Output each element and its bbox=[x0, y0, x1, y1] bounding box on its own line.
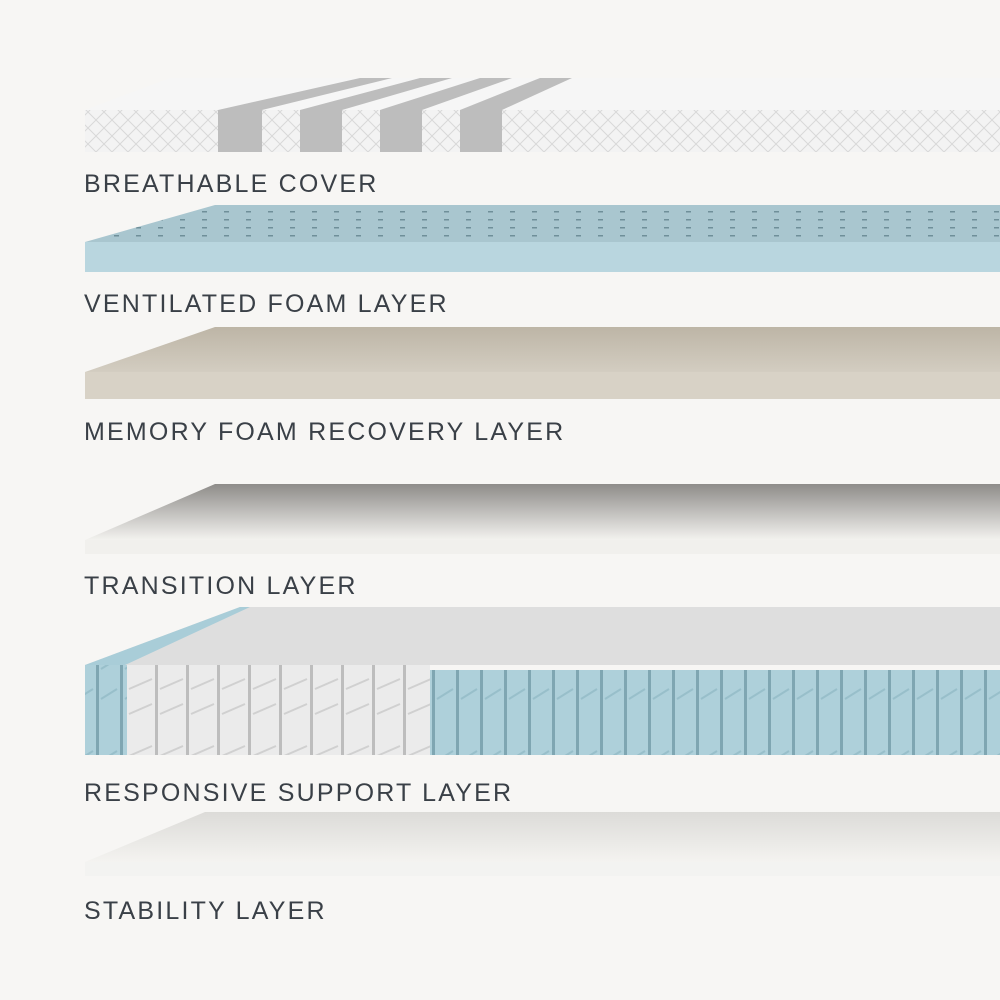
stability-layer-graphic bbox=[85, 812, 1000, 876]
ventilated-foam-graphic bbox=[85, 205, 1000, 272]
memory-foam-graphic bbox=[85, 327, 1000, 399]
layer-label-ventilated-foam: VENTILATED FOAM LAYER bbox=[84, 290, 449, 318]
cover-layer-graphic bbox=[85, 78, 1000, 152]
layer-label-transition: TRANSITION LAYER bbox=[84, 572, 358, 600]
transition-layer-graphic bbox=[85, 484, 1000, 554]
layer-label-responsive-support: RESPONSIVE SUPPORT LAYER bbox=[84, 779, 514, 807]
layer-label-stability: STABILITY LAYER bbox=[84, 897, 327, 925]
layer-label-memory-foam: MEMORY FOAM RECOVERY LAYER bbox=[84, 418, 566, 446]
support-layer-graphic bbox=[85, 607, 1000, 755]
layer-label-breathable-cover: BREATHABLE COVER bbox=[84, 170, 379, 198]
